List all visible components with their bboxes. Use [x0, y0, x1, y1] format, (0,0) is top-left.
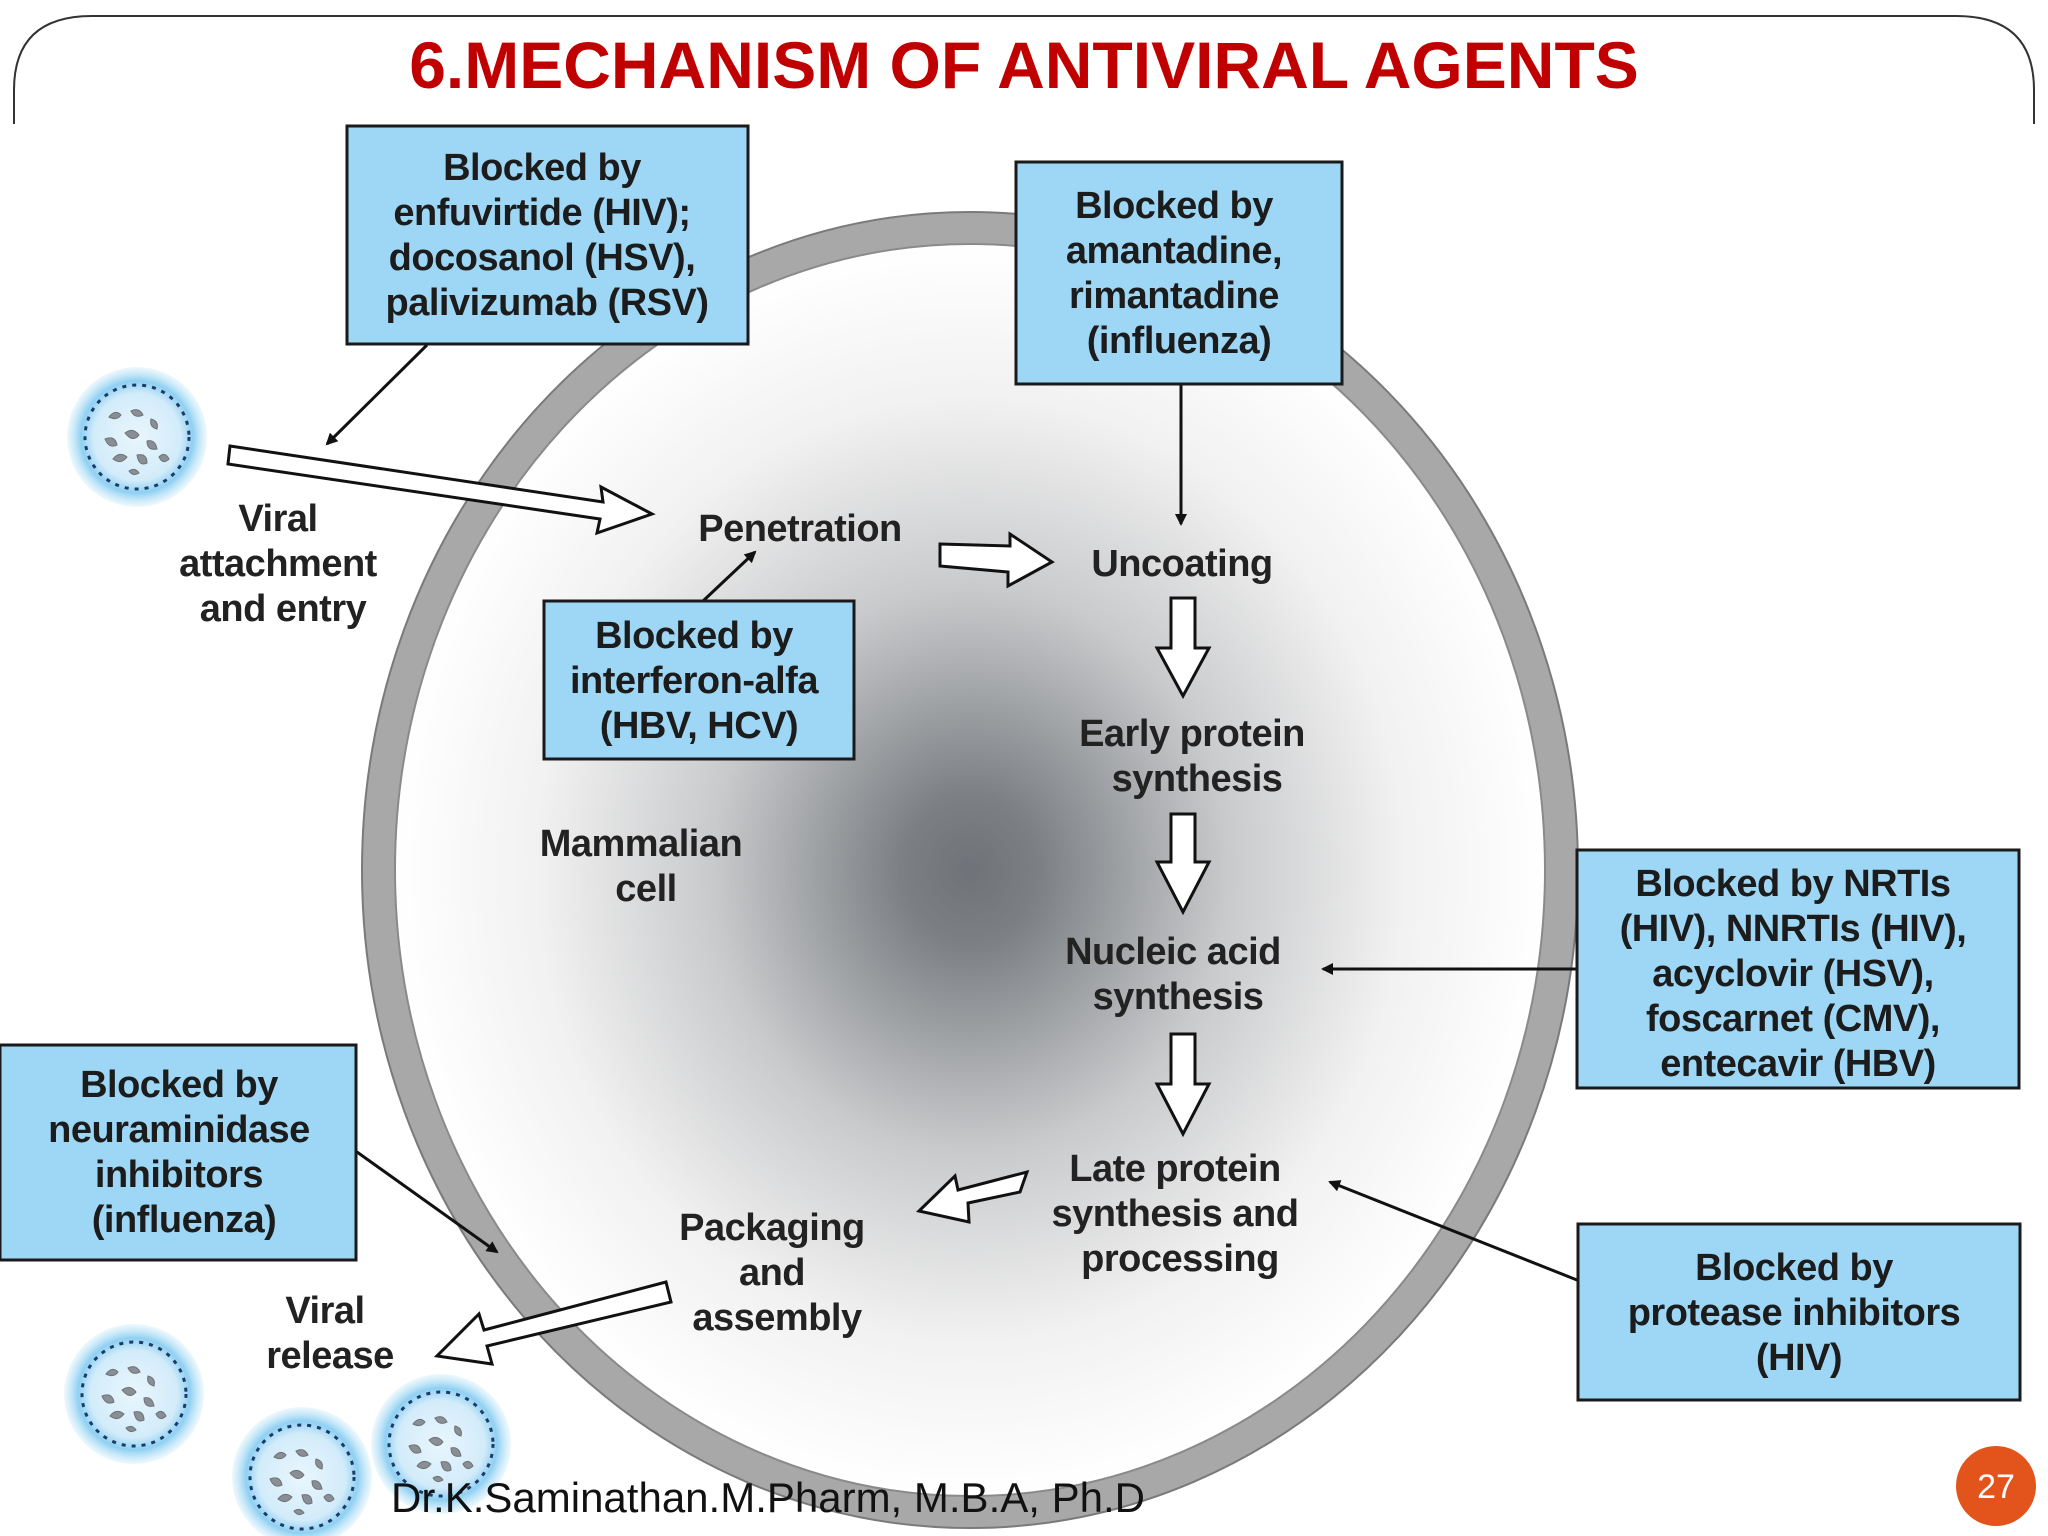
release-inhibition-arrow — [356, 1150, 499, 1254]
drug-box-release-line: inhibitors — [95, 1154, 263, 1196]
drug-box-uncoating-line: amantadine, — [1066, 230, 1282, 272]
step-uncoating-label: Uncoating — [1091, 543, 1272, 585]
entry-arrow — [226, 444, 656, 536]
drug-box-release-line: (influenza) — [92, 1199, 276, 1241]
drug-box-release: Blocked by neuraminidase inhibitors (inf… — [0, 1043, 358, 1262]
drug-box-nucleic-acid-line: foscarnet (CMV), — [1646, 998, 1940, 1040]
drug-box-uncoating-line: (influenza) — [1087, 320, 1271, 362]
drug-box-penetration-line: interferon-alfa — [570, 660, 819, 702]
drug-box-nucleic-acid-line: acyclovir (HSV), — [1652, 953, 1933, 995]
svg-text:Blocked by neuraminidase: Blocked by neuraminidase inhibitors (inf… — [48, 1064, 320, 1241]
mammalian-cell-label: Mammalian cell — [540, 823, 753, 910]
drug-box-nucleic-acid-line: (HIV), NNRTIs (HIV), — [1620, 908, 1967, 950]
drug-box-protease-line: (HIV) — [1756, 1337, 1842, 1379]
drug-box-nucleic-acid-line: entecavir (HBV) — [1660, 1043, 1935, 1085]
drug-box-uncoating-line: Blocked by — [1075, 185, 1273, 227]
uncoating-to-early-arrow — [1154, 596, 1212, 700]
drug-box-protease-line: Blocked by — [1695, 1247, 1893, 1289]
svg-text:Blocked by protease inhi: Blocked by protease inhibitors (HIV) — [1628, 1247, 1971, 1379]
drug-box-protease-line: protease inhibitors — [1628, 1292, 1961, 1334]
drug-box-nucleic-acid-line: Blocked by NRTIs — [1635, 863, 1950, 905]
step-nucleic-acid-label: Nucleic acid synthesis — [1065, 931, 1291, 1018]
drug-box-penetration-line: (HBV, HCV) — [600, 705, 798, 747]
slide-frame — [13, 15, 2035, 124]
drug-box-penetration-line: Blocked by — [595, 615, 793, 657]
early-to-nucleic-arrow — [1154, 812, 1212, 916]
step-late-protein-label: Late protein synthesis and processing — [1052, 1148, 1309, 1280]
nucleic-to-late-arrow — [1154, 1032, 1212, 1138]
drug-box-entry-line: enfuvirtide (HIV); — [393, 192, 690, 234]
step-penetration-label: Penetration — [698, 508, 902, 550]
svg-text:Blocked by enfuvirtide (: Blocked by enfuvirtide (HIV); docosanol … — [386, 147, 709, 324]
release-arrow — [433, 1280, 673, 1366]
drug-box-uncoating: Blocked by amantadine, rimantadine (infl… — [1014, 160, 1344, 386]
late-to-packaging-arrow — [915, 1169, 1030, 1224]
penetration-to-uncoating-arrow — [938, 531, 1055, 589]
drug-box-entry-line: docosanol (HSV), — [389, 237, 696, 279]
page-number: 27 — [1977, 1468, 2015, 1506]
virion-released-icon-2 — [230, 1405, 374, 1536]
drug-box-entry-line: palivizumab (RSV) — [386, 282, 709, 324]
entry-inhibition-arrow — [325, 343, 429, 446]
step-packaging-label: Packaging and assembly — [679, 1207, 875, 1339]
virion-released-icon-1 — [62, 1322, 206, 1466]
footer-author: Dr.K.Saminathan.M.Pharm, M.B.A, Ph.D — [391, 1474, 1145, 1521]
step-early-protein-label: Early protein synthesis — [1079, 713, 1315, 800]
step-release-label: Viral release — [266, 1290, 394, 1377]
page-number-badge: 27 — [1956, 1446, 2036, 1526]
drug-box-nucleic-acid: Blocked by NRTIs (HIV), NNRTIs (HIV), ac… — [1575, 848, 2021, 1090]
svg-text:Blocked by amantadine,: Blocked by amantadine, rimantadine (infl… — [1066, 185, 1292, 362]
drug-box-protease: Blocked by protease inhibitors (HIV) — [1576, 1222, 2022, 1402]
mammalian-cell — [361, 211, 1579, 1529]
slide-title: 6.MECHANISM OF ANTIVIRAL AGENTS — [409, 28, 1639, 102]
drug-box-uncoating-line: rimantadine — [1069, 275, 1279, 317]
svg-text:Blocked by interferon-al: Blocked by interferon-alfa (HBV, HCV) — [570, 615, 828, 747]
drug-box-penetration: Blocked by interferon-alfa (HBV, HCV) — [542, 599, 856, 761]
drug-box-release-line: neuraminidase — [48, 1109, 310, 1151]
drug-box-release-line: Blocked by — [80, 1064, 278, 1106]
drug-box-entry-line: Blocked by — [443, 147, 641, 189]
drug-box-entry: Blocked by enfuvirtide (HIV); docosanol … — [345, 124, 750, 346]
step-attachment-label: Viral attachment and entry — [179, 498, 387, 630]
virion-incoming-icon — [65, 365, 209, 509]
svg-text:Blocked by NRTIs (HIV),: Blocked by NRTIs (HIV), NNRTIs (HIV), ac… — [1620, 863, 1977, 1085]
penetration-inhibition-arrow — [701, 550, 757, 603]
protease-inhibition-arrow — [1328, 1180, 1578, 1282]
